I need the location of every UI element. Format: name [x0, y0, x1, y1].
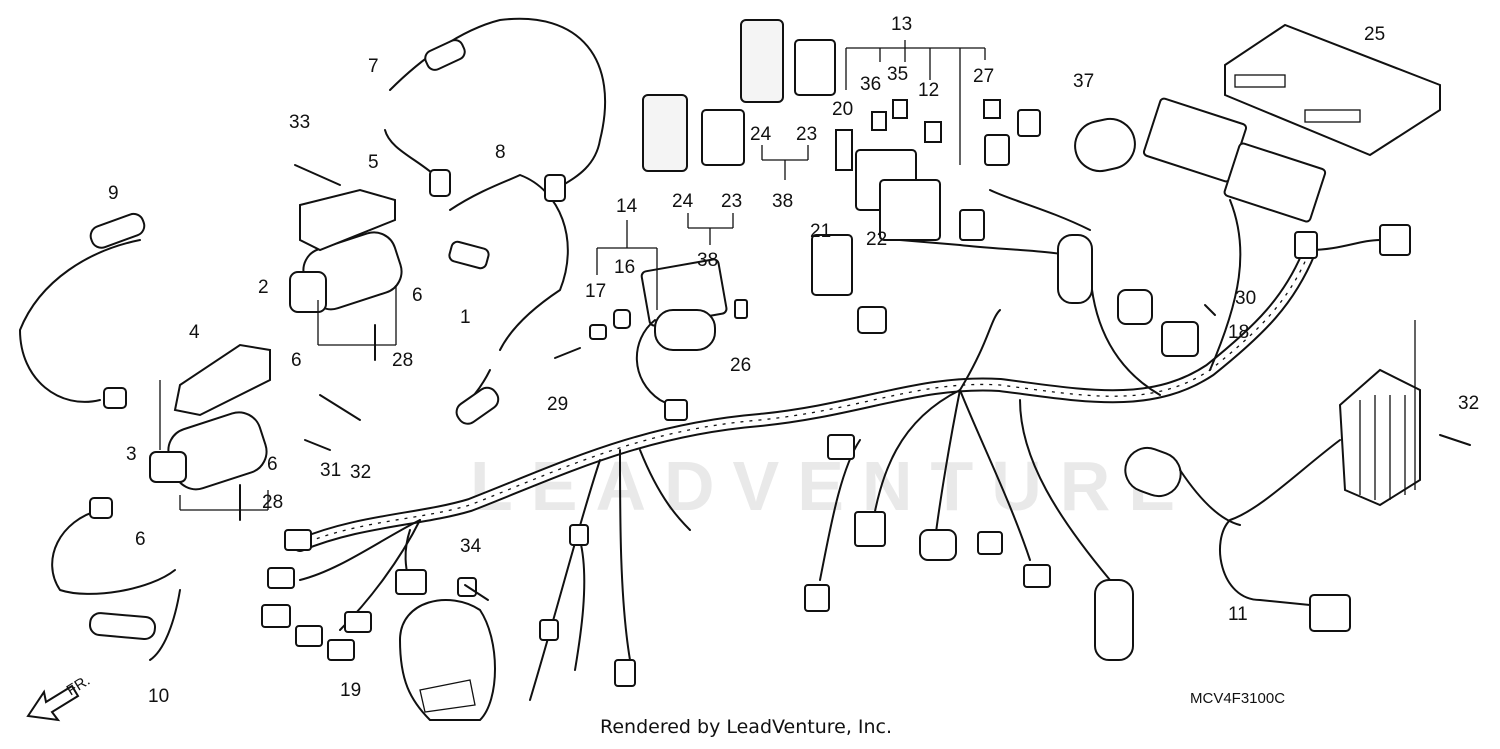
callout-18: 18	[1228, 322, 1249, 343]
callout-8: 8	[495, 142, 506, 163]
callout-5: 5	[368, 152, 379, 173]
callout-21: 21	[810, 221, 831, 242]
callout-23b: 23	[721, 191, 742, 212]
callout-25: 25	[1364, 24, 1385, 45]
callout-6c: 6	[267, 454, 278, 475]
callout-29: 29	[547, 394, 568, 415]
callout-38b: 38	[697, 250, 718, 271]
callout-3: 3	[126, 444, 137, 465]
callout-24b: 24	[672, 191, 694, 212]
callout-2: 2	[258, 277, 269, 298]
callout-35: 35	[887, 64, 908, 85]
callout-24a: 24	[750, 124, 772, 145]
callout-16: 16	[614, 257, 635, 278]
callout-13: 13	[891, 14, 912, 35]
callout-34: 34	[460, 536, 482, 557]
relays	[642, 19, 887, 334]
meter-unit	[635, 258, 728, 421]
small-parts	[554, 299, 748, 359]
callout-4: 4	[189, 322, 200, 343]
callout-6d: 6	[135, 529, 146, 550]
callout-23a: 23	[796, 124, 817, 145]
render-credit: Rendered by LeadVenture, Inc.	[600, 716, 893, 738]
mini-fuses	[871, 99, 1001, 143]
plug-cords	[19, 17, 607, 661]
callouts: 1 2 3 4 5 6 6 6 6 7 8 9 10 11 12 13 14 1…	[108, 14, 1479, 707]
callout-7: 7	[368, 56, 379, 77]
callout-31: 31	[320, 460, 341, 481]
leader-lines	[159, 40, 1416, 511]
main-wire-harness	[293, 189, 1381, 701]
callout-6a: 6	[412, 285, 423, 306]
connector-block-upper-right	[1142, 97, 1327, 223]
ignition-coil-lower	[149, 411, 268, 491]
callout-27: 27	[973, 66, 994, 87]
callout-30: 30	[1235, 288, 1256, 309]
callout-28a: 28	[392, 350, 413, 371]
callout-32a: 32	[350, 462, 371, 483]
diagram-code: MCV4F3100C	[1190, 690, 1286, 707]
fuse-box	[855, 149, 961, 246]
brackets	[173, 188, 396, 417]
callout-19: 19	[340, 680, 361, 701]
callout-9: 9	[108, 183, 119, 204]
front-arrow: FR.	[26, 672, 93, 722]
callout-28b: 28	[262, 492, 283, 513]
callout-14: 14	[616, 196, 638, 217]
harness-connectors	[261, 109, 1411, 687]
callout-1: 1	[460, 307, 471, 328]
callout-12: 12	[918, 80, 939, 101]
callout-36: 36	[860, 74, 881, 95]
callout-6b: 6	[291, 350, 302, 371]
regulator-rectifier	[1179, 368, 1421, 632]
callout-10: 10	[148, 686, 169, 707]
filter-cylinders	[1057, 117, 1182, 661]
ecm-unit	[1224, 23, 1441, 157]
callout-32b: 32	[1458, 393, 1479, 414]
ignition-coil-upper	[289, 231, 490, 313]
horn	[398, 577, 496, 721]
sensor-18	[1117, 289, 1199, 357]
callout-38a: 38	[772, 191, 793, 212]
callout-26: 26	[730, 355, 751, 376]
callout-20: 20	[832, 99, 853, 120]
callout-22: 22	[866, 229, 887, 250]
bolts	[239, 164, 1471, 601]
callout-11: 11	[1228, 604, 1248, 625]
callout-37: 37	[1073, 71, 1094, 92]
callout-33: 33	[289, 112, 310, 133]
callout-17: 17	[585, 281, 606, 302]
